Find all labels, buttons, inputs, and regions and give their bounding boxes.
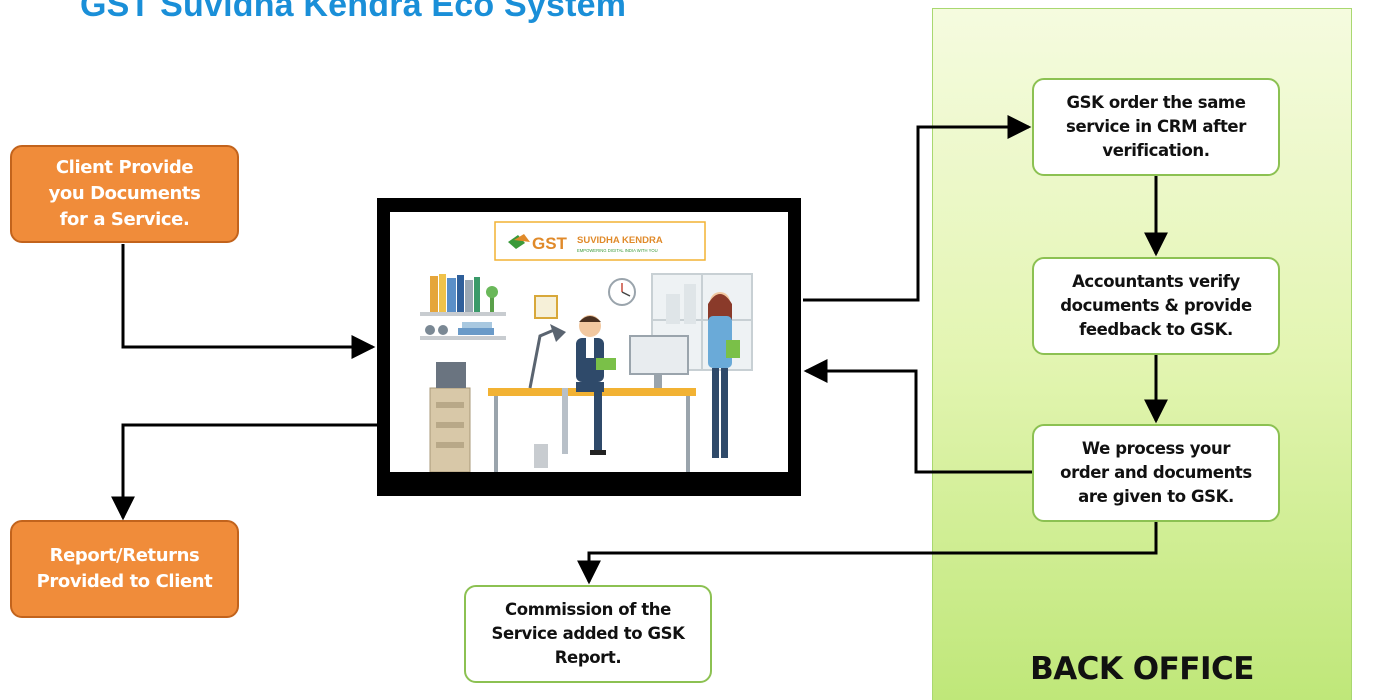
office-illustration: GST SUVIDHA KENDRA EMPOWERING DIGITAL IN… [390,212,788,472]
node-commission: Commission of the Service added to GSK R… [464,585,712,683]
document-icon [596,358,616,370]
node-commission-label: Commission of the Service added to GSK R… [491,600,685,667]
node-client-documents: Client Provide you Documents for a Servi… [10,145,239,243]
office-scene-illustration: GST SUVIDHA KENDRA EMPOWERING DIGITAL IN… [420,221,753,472]
page-title: GST Suvidha Kendra Eco System [80,0,627,24]
node-report-returns: Report/Returns Provided to Client [10,520,239,618]
man-illustration [562,315,616,455]
back-office-label: BACK OFFICE [1030,651,1254,687]
bookshelf-illustration [420,274,506,340]
node-report-returns-label: Report/Returns Provided to Client [36,544,213,592]
clock-icon [608,278,636,306]
arrow-we-process-to-office [803,359,1032,474]
node-gsk-order: GSK order the same service in CRM after … [1032,78,1280,176]
node-we-process-label: We process your order and documents are … [1060,439,1252,506]
logo-gst-text: GST [532,234,568,253]
desk-lamp-icon [528,328,555,389]
calendar-icon [534,295,558,319]
printer-icon [436,362,466,388]
arrow-client-to-office [121,244,376,359]
logo-tagline-text: EMPOWERING DIGITAL INDIA WITH YOU [577,248,658,253]
arrow-office-to-gsk-order [803,115,1032,302]
node-accountants-verify-label: Accountants verify documents & provide f… [1060,272,1252,339]
arrow-we-process-to-commission [577,522,1158,585]
arrow-office-to-report [111,423,377,521]
node-gsk-order-label: GSK order the same service in CRM after … [1066,93,1246,160]
node-client-documents-label: Client Provide you Documents for a Servi… [48,156,201,231]
woman-illustration [708,292,740,458]
node-accountants-verify: Accountants verify documents & provide f… [1032,257,1280,355]
bin-icon [534,444,548,468]
node-we-process: We process your order and documents are … [1032,424,1280,522]
computer-monitor-icon [629,335,689,388]
office-illustration-frame: GST SUVIDHA KENDRA EMPOWERING DIGITAL IN… [377,198,801,496]
logo-suvidha-text: SUVIDHA KENDRA [577,235,663,246]
gsk-logo: GST SUVIDHA KENDRA EMPOWERING DIGITAL IN… [494,221,706,261]
